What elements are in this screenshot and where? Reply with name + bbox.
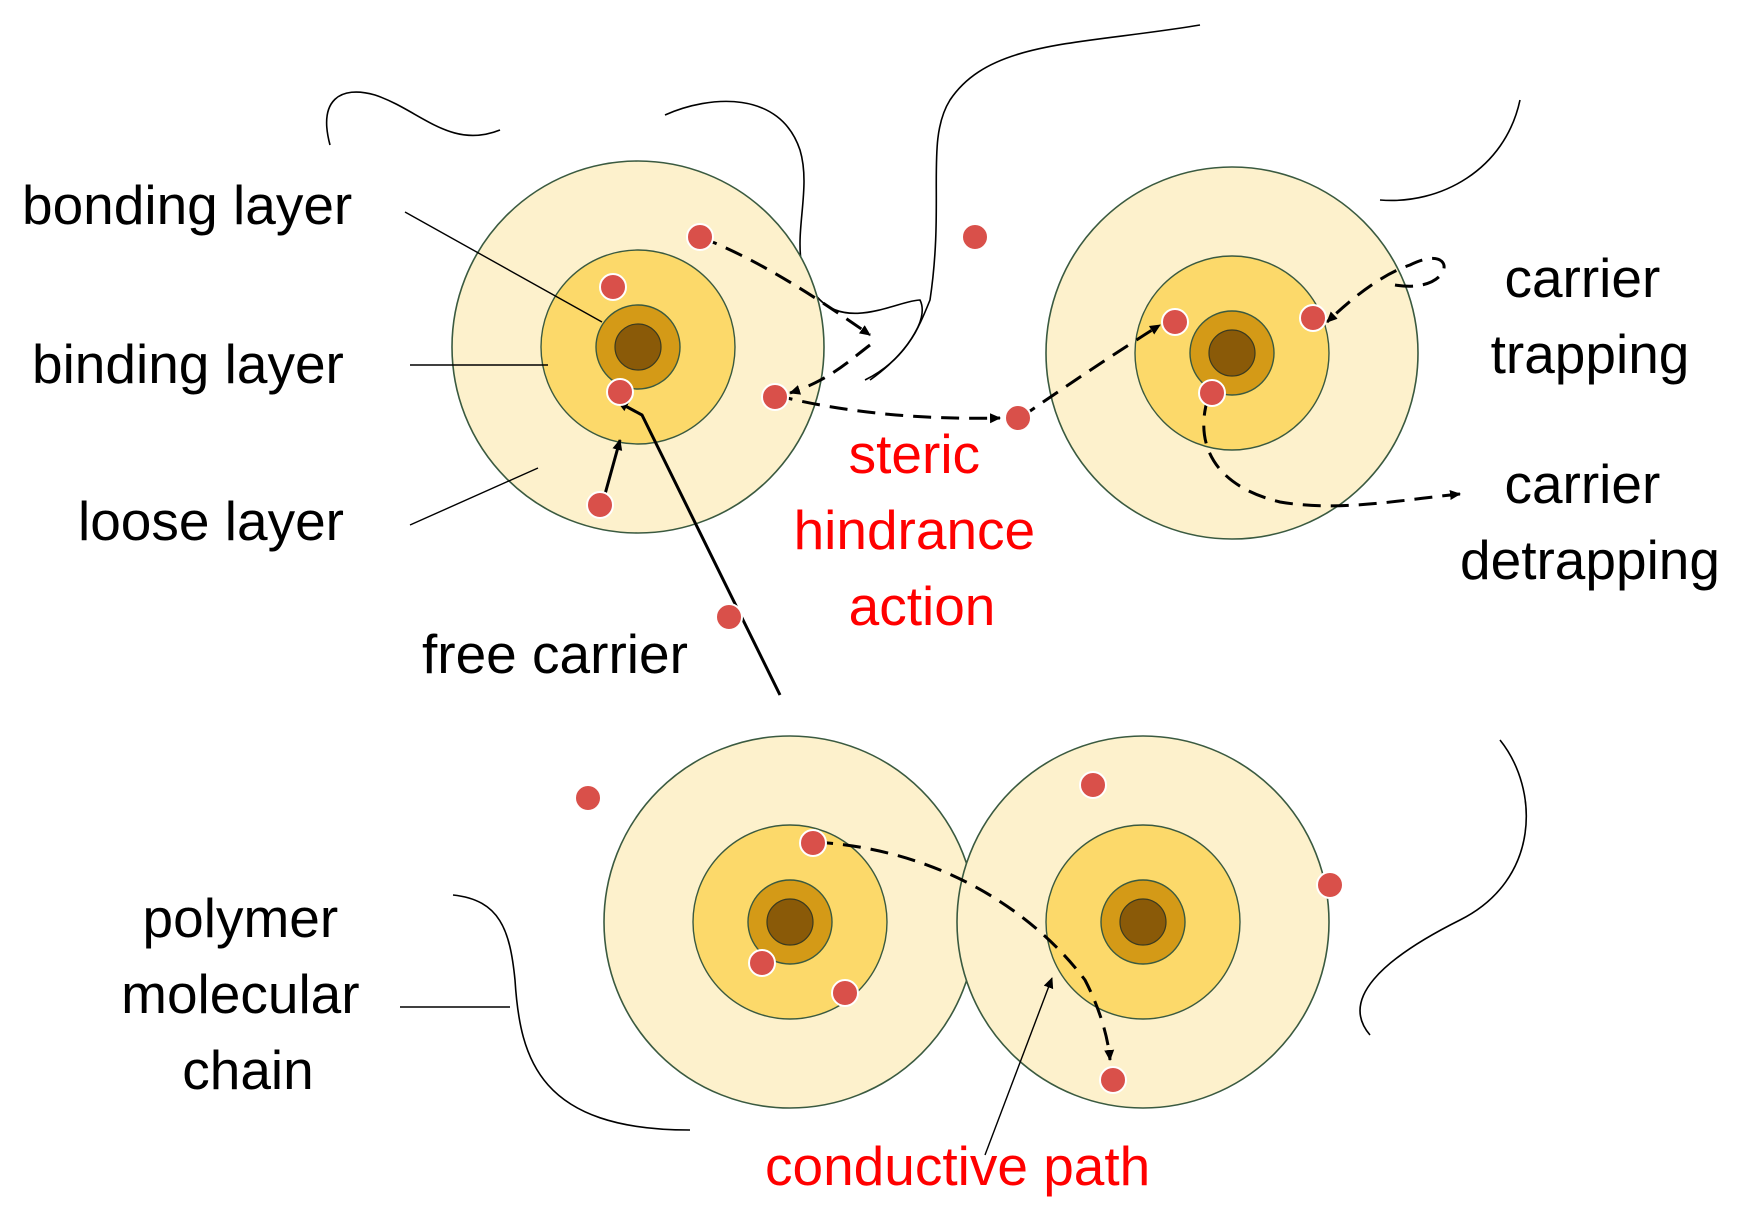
steric-hindrance-return-arrow <box>789 343 871 395</box>
loose-layer-label: loose layer <box>78 490 344 552</box>
carrier-paths <box>600 235 1461 1061</box>
hop-arrow-2 <box>1019 323 1161 420</box>
carrier <box>686 223 714 251</box>
particle-bottom-left <box>603 735 977 1109</box>
particle-top-left <box>451 160 825 534</box>
carrier <box>1299 304 1327 332</box>
core <box>614 323 662 371</box>
carrier <box>748 949 776 977</box>
carrier <box>1198 379 1226 407</box>
carrier <box>1004 404 1032 432</box>
polymer-chain <box>452 894 691 1131</box>
detrapping-arrow <box>1202 397 1461 508</box>
trapping-arrow <box>1325 257 1446 324</box>
polymer-chain <box>1379 99 1521 202</box>
core <box>1208 329 1256 377</box>
leader-lines <box>400 211 1054 1156</box>
particle-bottom-right <box>956 735 1330 1109</box>
carrier <box>606 378 634 406</box>
polymer-chain <box>864 24 1201 381</box>
polymer-chain-label: polymer molecular chain <box>121 887 375 1101</box>
polymer-chain <box>325 91 501 146</box>
conductive-path-arrow <box>814 840 1115 1061</box>
carrier <box>715 603 743 631</box>
conductive-path-leader <box>984 977 1054 1156</box>
carrier <box>1161 308 1189 336</box>
core <box>766 898 814 946</box>
labels: bonding layer binding layer loose layer … <box>22 174 1720 1197</box>
conductive-path-label: conductive path <box>765 1135 1150 1197</box>
free-carrier-label: free carrier <box>422 623 688 685</box>
hop-arrow <box>774 393 1001 424</box>
polymer-chains <box>325 24 1527 1131</box>
carrier <box>1079 771 1107 799</box>
carrier <box>961 223 989 251</box>
carrier <box>586 491 614 519</box>
loose-layer-leader <box>409 467 539 526</box>
free-carrier-arrow <box>617 400 782 696</box>
polymer-chain <box>1359 739 1527 1036</box>
carrier-detrapping-label: carrier detrapping <box>1460 453 1720 591</box>
bonding-layer-leader <box>404 211 603 323</box>
carrier-trapping-label: carrier trapping <box>1491 247 1690 385</box>
carrier <box>799 829 827 857</box>
steric-hindrance-label: steric hindrance action <box>794 423 1051 637</box>
carrier <box>761 383 789 411</box>
binding-layer-label: binding layer <box>32 333 344 395</box>
carrier <box>599 273 627 301</box>
carriers <box>574 223 1344 1094</box>
bonding-layer-label: bonding layer <box>22 174 352 236</box>
core <box>1119 898 1167 946</box>
carrier <box>1099 1066 1127 1094</box>
carrier <box>1316 871 1344 899</box>
particle-top-right <box>1045 166 1419 540</box>
carrier <box>831 979 859 1007</box>
steric-hindrance-arrow <box>699 235 871 337</box>
carrier <box>574 784 602 812</box>
